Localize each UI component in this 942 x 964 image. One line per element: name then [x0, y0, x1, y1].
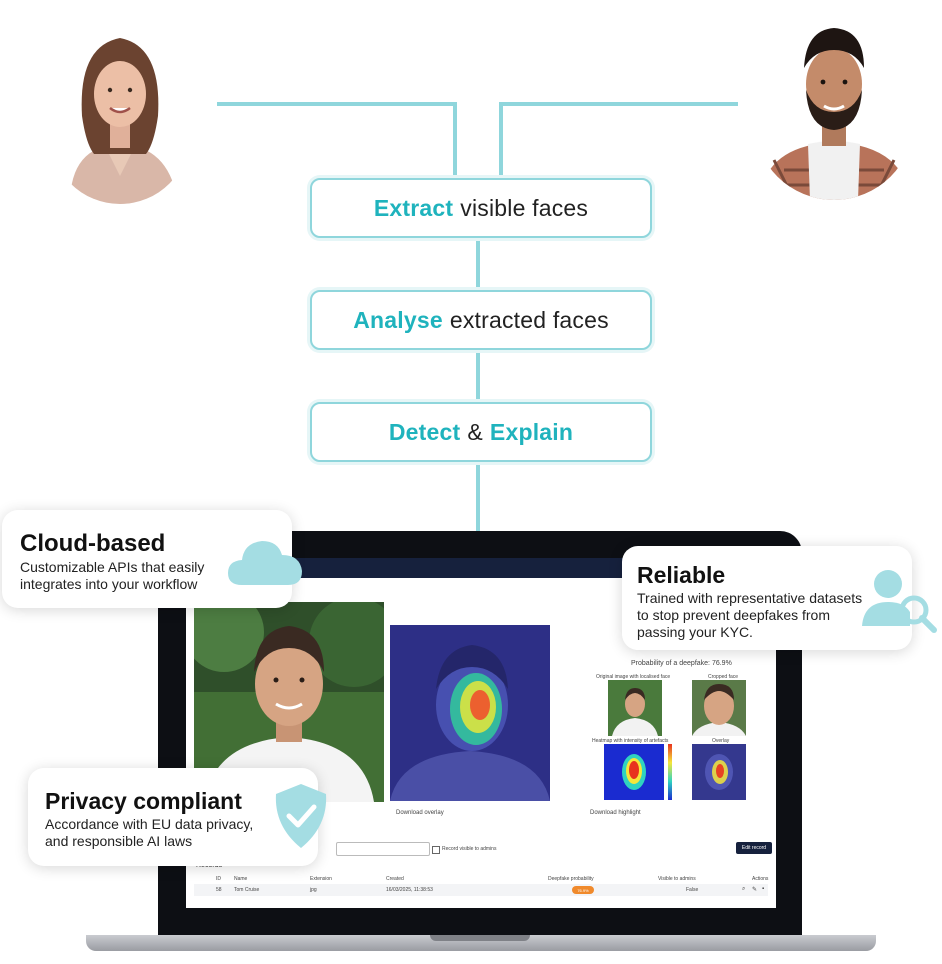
record-name-input[interactable] — [336, 842, 430, 856]
step-analyse-text: extracted faces — [449, 306, 609, 333]
card-privacy-line2: and responsible AI laws — [45, 833, 193, 849]
row-extension: jpg — [310, 887, 317, 893]
connector-step3-laptop — [476, 460, 480, 532]
step-extract-keyword: Extract — [373, 194, 454, 221]
edit-record-button[interactable]: Edit record — [736, 842, 772, 854]
thumb-original — [608, 680, 662, 736]
card-reliable-line3: passing your KYC. — [637, 624, 753, 640]
connector-left-horizontal — [217, 102, 457, 106]
row-visible: False — [686, 887, 699, 893]
card-cloud-line1: Customizable APIs that easily — [20, 559, 205, 575]
cloud-icon — [226, 535, 304, 587]
connector-right-vertical — [499, 102, 503, 178]
row-delete-icon[interactable]: ▪ — [762, 886, 765, 892]
heatmap-colorbar — [668, 744, 672, 800]
laptop-base — [86, 935, 876, 951]
row-edit-icon[interactable]: ✎ — [752, 887, 758, 893]
step-detect-keyword: Detect — [388, 418, 461, 445]
card-privacy-compliant: Privacy compliant Accordance with EU dat… — [28, 768, 318, 866]
row-probability-badge: 76.9% — [572, 886, 594, 894]
avatar-woman — [50, 26, 190, 204]
row-id: 58 — [216, 887, 222, 893]
label-heatmap: Heatmap with intensity of artefacts — [592, 738, 669, 744]
visible-checkbox[interactable] — [432, 846, 440, 854]
label-overlay: Overlay — [712, 738, 730, 744]
row-view-icon[interactable]: ⌕ — [742, 886, 746, 892]
connector-step1-step2 — [476, 236, 480, 290]
table-header-id: ID — [216, 876, 221, 882]
card-reliable-line2: to stop prevent deepfakes from — [637, 607, 830, 623]
card-cloud-line2: integrates into your workflow — [20, 576, 198, 592]
card-reliable: Reliable Trained with representative dat… — [622, 546, 912, 650]
table-header-visible: Visible to admins — [658, 876, 696, 882]
thumb-heatmap — [604, 744, 664, 800]
card-privacy-line1: Accordance with EU data privacy, — [45, 816, 254, 832]
user-search-icon — [858, 566, 938, 636]
table-row[interactable] — [194, 884, 768, 896]
table-header-actions: Actions — [752, 876, 769, 882]
connector-right-horizontal — [499, 102, 738, 106]
step-explain-keyword: Explain — [489, 418, 574, 445]
connector-left-vertical — [453, 102, 457, 178]
step-extract-text: visible faces — [460, 194, 589, 221]
label-original-image: Original image with localised face — [596, 674, 671, 680]
avatar-man — [754, 20, 914, 200]
shield-check-icon — [272, 782, 330, 850]
card-privacy-title: Privacy compliant — [45, 788, 242, 814]
heatmap-overlay-image — [390, 625, 550, 801]
step-ampersand: & — [467, 418, 483, 445]
step-detect-explain: Detect&Explain — [310, 402, 652, 462]
thumb-overlay — [692, 744, 746, 800]
table-header-name: Name — [234, 876, 248, 882]
table-header-created: Created — [386, 876, 404, 882]
connector-step2-step3 — [476, 348, 480, 402]
label-cropped-face: Cropped face — [708, 674, 739, 680]
card-cloud-title: Cloud-based — [20, 530, 166, 557]
download-overlay-link[interactable]: Download overlay — [396, 810, 444, 816]
card-reliable-title: Reliable — [637, 562, 726, 588]
card-cloud-based: Cloud-based Customizable APIs that easil… — [2, 510, 292, 608]
card-reliable-line1: Trained with representative datasets — [637, 590, 863, 606]
visible-checkbox-label: Record visible to admins — [442, 846, 497, 852]
step-analyse-keyword: Analyse — [353, 306, 443, 333]
thumb-cropped — [692, 680, 746, 736]
download-highlight-link[interactable]: Download highlight — [590, 810, 641, 816]
row-name: Tom Cruise — [234, 887, 260, 893]
laptop-notch — [430, 935, 530, 941]
table-header-extension: Extension — [310, 876, 332, 882]
row-created: 16/03/2025, 11:38:53 — [386, 887, 433, 893]
probability-text: Probability of a deepfake: 76.9% — [631, 660, 732, 667]
table-header-probability: Deepfake probability — [548, 876, 594, 882]
